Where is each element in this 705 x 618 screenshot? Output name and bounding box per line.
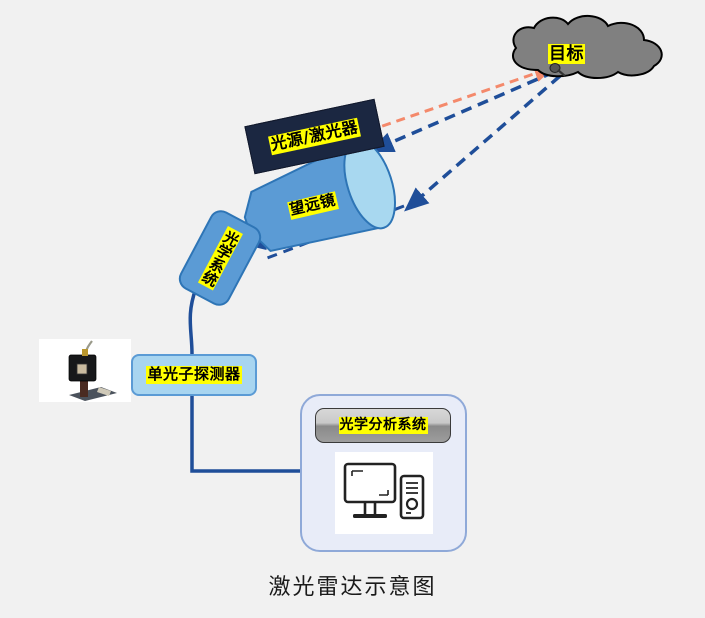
target-label: 目标 xyxy=(548,44,585,65)
single-photon-detector-box[interactable]: 单光子探测器 xyxy=(131,354,257,396)
optical-system-label: 光学系统 xyxy=(197,225,243,291)
analysis-system-button[interactable]: 光学分析系统 xyxy=(315,408,451,443)
computer-icon-frame xyxy=(335,452,433,534)
return-beam-lower xyxy=(404,74,562,212)
target-cloud[interactable]: 目标 xyxy=(498,14,670,86)
detector-photograph xyxy=(39,339,131,402)
computer-icon xyxy=(343,462,425,520)
analysis-system-label: 光学分析系统 xyxy=(338,417,428,434)
laser-source-label: 光源/激光器 xyxy=(268,117,361,156)
single-photon-detector-label: 单光子探测器 xyxy=(146,365,242,384)
analysis-system-panel[interactable]: 光学分析系统 xyxy=(300,394,467,552)
diagram-caption: 激光雷达示意图 xyxy=(268,575,437,600)
detector-device-icon xyxy=(39,339,131,402)
optical-to-detector-cable xyxy=(188,287,198,355)
target-object-icon xyxy=(549,63,566,77)
detector-to-analysis-cable xyxy=(190,392,302,473)
